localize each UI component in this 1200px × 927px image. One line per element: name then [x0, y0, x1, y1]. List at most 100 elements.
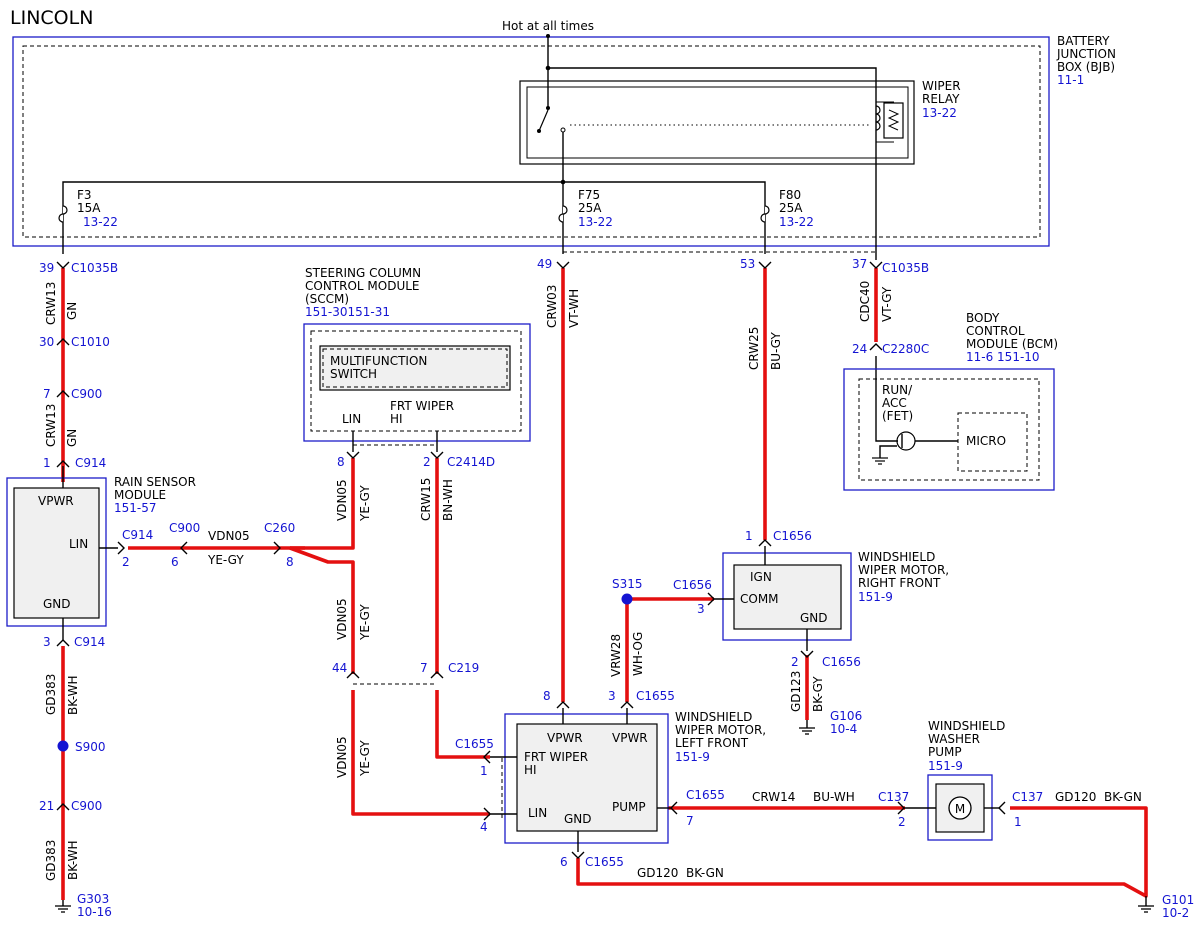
svg-text:C900: C900 [71, 799, 102, 813]
svg-text:6: 6 [560, 855, 568, 869]
svg-text:MULTIFUNCTION: MULTIFUNCTION [330, 354, 427, 368]
svg-text:C900: C900 [71, 387, 102, 401]
svg-text:BOX (BJB): BOX (BJB) [1057, 60, 1115, 74]
svg-text:7: 7 [420, 661, 428, 675]
svg-text:C914: C914 [122, 528, 153, 542]
svg-text:PUMP: PUMP [612, 800, 646, 814]
svg-text:7: 7 [43, 387, 51, 401]
svg-text:GN: GN [65, 429, 79, 447]
svg-text:C2414D: C2414D [447, 455, 495, 469]
svg-text:GD120: GD120 [637, 866, 678, 880]
svg-text:VPWR: VPWR [612, 731, 648, 745]
svg-text:C2280C: C2280C [882, 342, 929, 356]
svg-text:LIN: LIN [528, 806, 547, 820]
svg-text:SWITCH: SWITCH [330, 367, 377, 381]
svg-text:8: 8 [286, 555, 294, 569]
svg-text:BODY: BODY [966, 311, 1000, 325]
svg-text:39: 39 [39, 261, 54, 275]
ground-g101-icon [1138, 896, 1154, 913]
svg-text:37: 37 [852, 257, 867, 271]
svg-text:VDN05: VDN05 [335, 736, 349, 778]
motor-icon [948, 796, 972, 820]
svg-text:2: 2 [791, 655, 799, 669]
svg-text:FRT WIPER: FRT WIPER [390, 399, 454, 413]
ground-g303-label: G303 [77, 892, 109, 906]
svg-text:151-9: 151-9 [675, 750, 710, 764]
svg-text:C1010: C1010 [71, 335, 110, 349]
svg-text:2: 2 [423, 455, 431, 469]
svg-text:VT-GY: VT-GY [880, 286, 894, 322]
svg-text:CRW25: CRW25 [747, 327, 761, 370]
svg-text:LEFT FRONT: LEFT FRONT [675, 736, 749, 750]
svg-text:WIPER MOTOR,: WIPER MOTOR, [675, 723, 766, 737]
red-wires [61, 268, 1148, 900]
battery-junction-box: BATTERY JUNCTION BOX (BJB) 11-1 [12, 34, 1116, 247]
svg-text:BK-WH: BK-WH [66, 675, 80, 715]
svg-text:GD123: GD123 [789, 671, 803, 712]
svg-text:151-30151-31: 151-30151-31 [305, 305, 390, 319]
splice-s315-label: S315 [612, 577, 643, 591]
svg-text:WASHER: WASHER [928, 732, 980, 746]
svg-text:3: 3 [697, 602, 705, 616]
svg-text:CRW14: CRW14 [752, 790, 795, 804]
svg-text:6: 6 [171, 555, 179, 569]
ground-g101-ref: 10-2 [1162, 906, 1189, 920]
svg-text:2: 2 [122, 555, 130, 569]
windshield-wiper-motor-right-front: WINDSHIELD WIPER MOTOR, RIGHT FRONT 151-… [714, 546, 949, 651]
svg-text:JUNCTION: JUNCTION [1056, 47, 1116, 61]
svg-text:30: 30 [39, 335, 54, 349]
svg-text:13-22: 13-22 [578, 215, 613, 229]
svg-text:YE-GY: YE-GY [207, 553, 244, 567]
fet-icon [896, 431, 916, 451]
svg-text:CRW13: CRW13 [44, 282, 58, 325]
svg-text:1: 1 [480, 764, 488, 778]
svg-text:13-22: 13-22 [779, 215, 814, 229]
ground-g303-icon [55, 900, 71, 913]
wiper-relay: WIPER RELAY 13-22 [519, 79, 961, 165]
pin-numbers: 39 30 7 1 2 6 8 3 21 49 53 37 24 8 2 44 … [39, 257, 1022, 869]
svg-text:BK-GN: BK-GN [686, 866, 724, 880]
svg-text:C219: C219 [448, 661, 479, 675]
svg-text:WINDSHIELD: WINDSHIELD [858, 550, 935, 564]
svg-text:BU-GY: BU-GY [769, 332, 783, 370]
svg-text:1: 1 [745, 529, 753, 543]
svg-text:BK-WH: BK-WH [66, 840, 80, 880]
svg-text:F75: F75 [578, 188, 600, 202]
svg-text:STEERING COLUMN: STEERING COLUMN [305, 266, 421, 280]
svg-text:7: 7 [686, 814, 694, 828]
relay-coil-icon [883, 102, 904, 139]
svg-text:WINDSHIELD: WINDSHIELD [928, 719, 1005, 733]
svg-text:C1655: C1655 [455, 737, 494, 751]
svg-text:1: 1 [43, 456, 51, 470]
svg-text:C137: C137 [1012, 790, 1043, 804]
svg-text:3: 3 [43, 635, 51, 649]
steering-column-control-module: STEERING COLUMN CONTROL MODULE (SCCM) 15… [303, 266, 531, 452]
svg-text:GD383: GD383 [44, 674, 58, 715]
svg-text:GD120: GD120 [1055, 790, 1096, 804]
svg-text:CONTROL: CONTROL [966, 324, 1025, 338]
svg-text:YE-GY: YE-GY [358, 740, 372, 777]
windshield-wiper-motor-left-front: WINDSHIELD WIPER MOTOR, LEFT FRONT 151-9… [490, 708, 766, 852]
svg-text:11-1: 11-1 [1057, 73, 1084, 87]
svg-text:8: 8 [337, 455, 345, 469]
svg-text:VDN05: VDN05 [335, 479, 349, 521]
svg-text:151-9: 151-9 [858, 590, 893, 604]
svg-text:C914: C914 [74, 635, 105, 649]
svg-text:VRW28: VRW28 [609, 634, 623, 677]
wire-labels: CRW13 GN CRW13 GN GD383 BK-WH GD383 BK-W… [44, 281, 1142, 881]
svg-text:CRW13: CRW13 [44, 404, 58, 447]
svg-text:VDN05: VDN05 [335, 598, 349, 640]
svg-text:BU-WH: BU-WH [813, 790, 855, 804]
splice-s900-dot [57, 740, 69, 752]
svg-text:LIN: LIN [69, 537, 88, 551]
svg-text:WIPER: WIPER [922, 79, 961, 93]
svg-text:(FET): (FET) [882, 409, 913, 423]
svg-text:VDN05: VDN05 [208, 529, 250, 543]
svg-text:MODULE (BCM): MODULE (BCM) [966, 337, 1058, 351]
ground-g106-ref: 10-4 [830, 722, 857, 736]
ground-g101-label: G101 [1162, 893, 1194, 907]
rain-sensor-module: RAIN SENSOR MODULE 151-57 VPWR LIN GND [6, 466, 196, 640]
fuse-f3: F3 15A 13-22 [58, 188, 118, 229]
svg-text:C1656: C1656 [822, 655, 861, 669]
